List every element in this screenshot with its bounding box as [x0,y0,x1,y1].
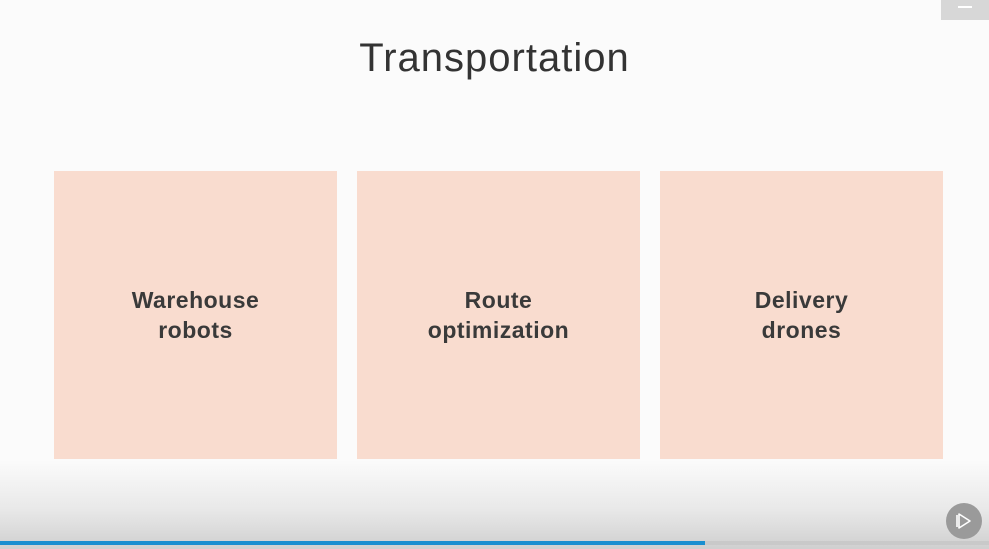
menu-icon [958,1,972,8]
card-delivery-drones: Delivery drones [660,171,943,459]
card-label-line: Delivery [754,287,849,313]
progress-bar[interactable] [0,541,989,545]
player-controls-overlay [0,460,989,549]
card-route-optimization: Route optimization [357,171,640,459]
card-label: Delivery drones [755,285,849,345]
card-label-line: optimization [427,317,570,343]
card-warehouse-robots: Warehouse robots [54,171,337,459]
play-button[interactable] [946,503,982,539]
card-label: Warehouse robots [132,285,260,345]
progress-fill [0,541,706,545]
card-label-line: drones [761,317,842,343]
play-icon [956,513,971,529]
card-label-line: Warehouse [131,287,260,313]
card-label-line: robots [158,317,233,343]
card-label-line: Route [464,287,533,313]
menu-button[interactable] [941,0,989,20]
card-label: Route optimization [428,285,569,345]
slide-title: Transportation [359,36,630,80]
